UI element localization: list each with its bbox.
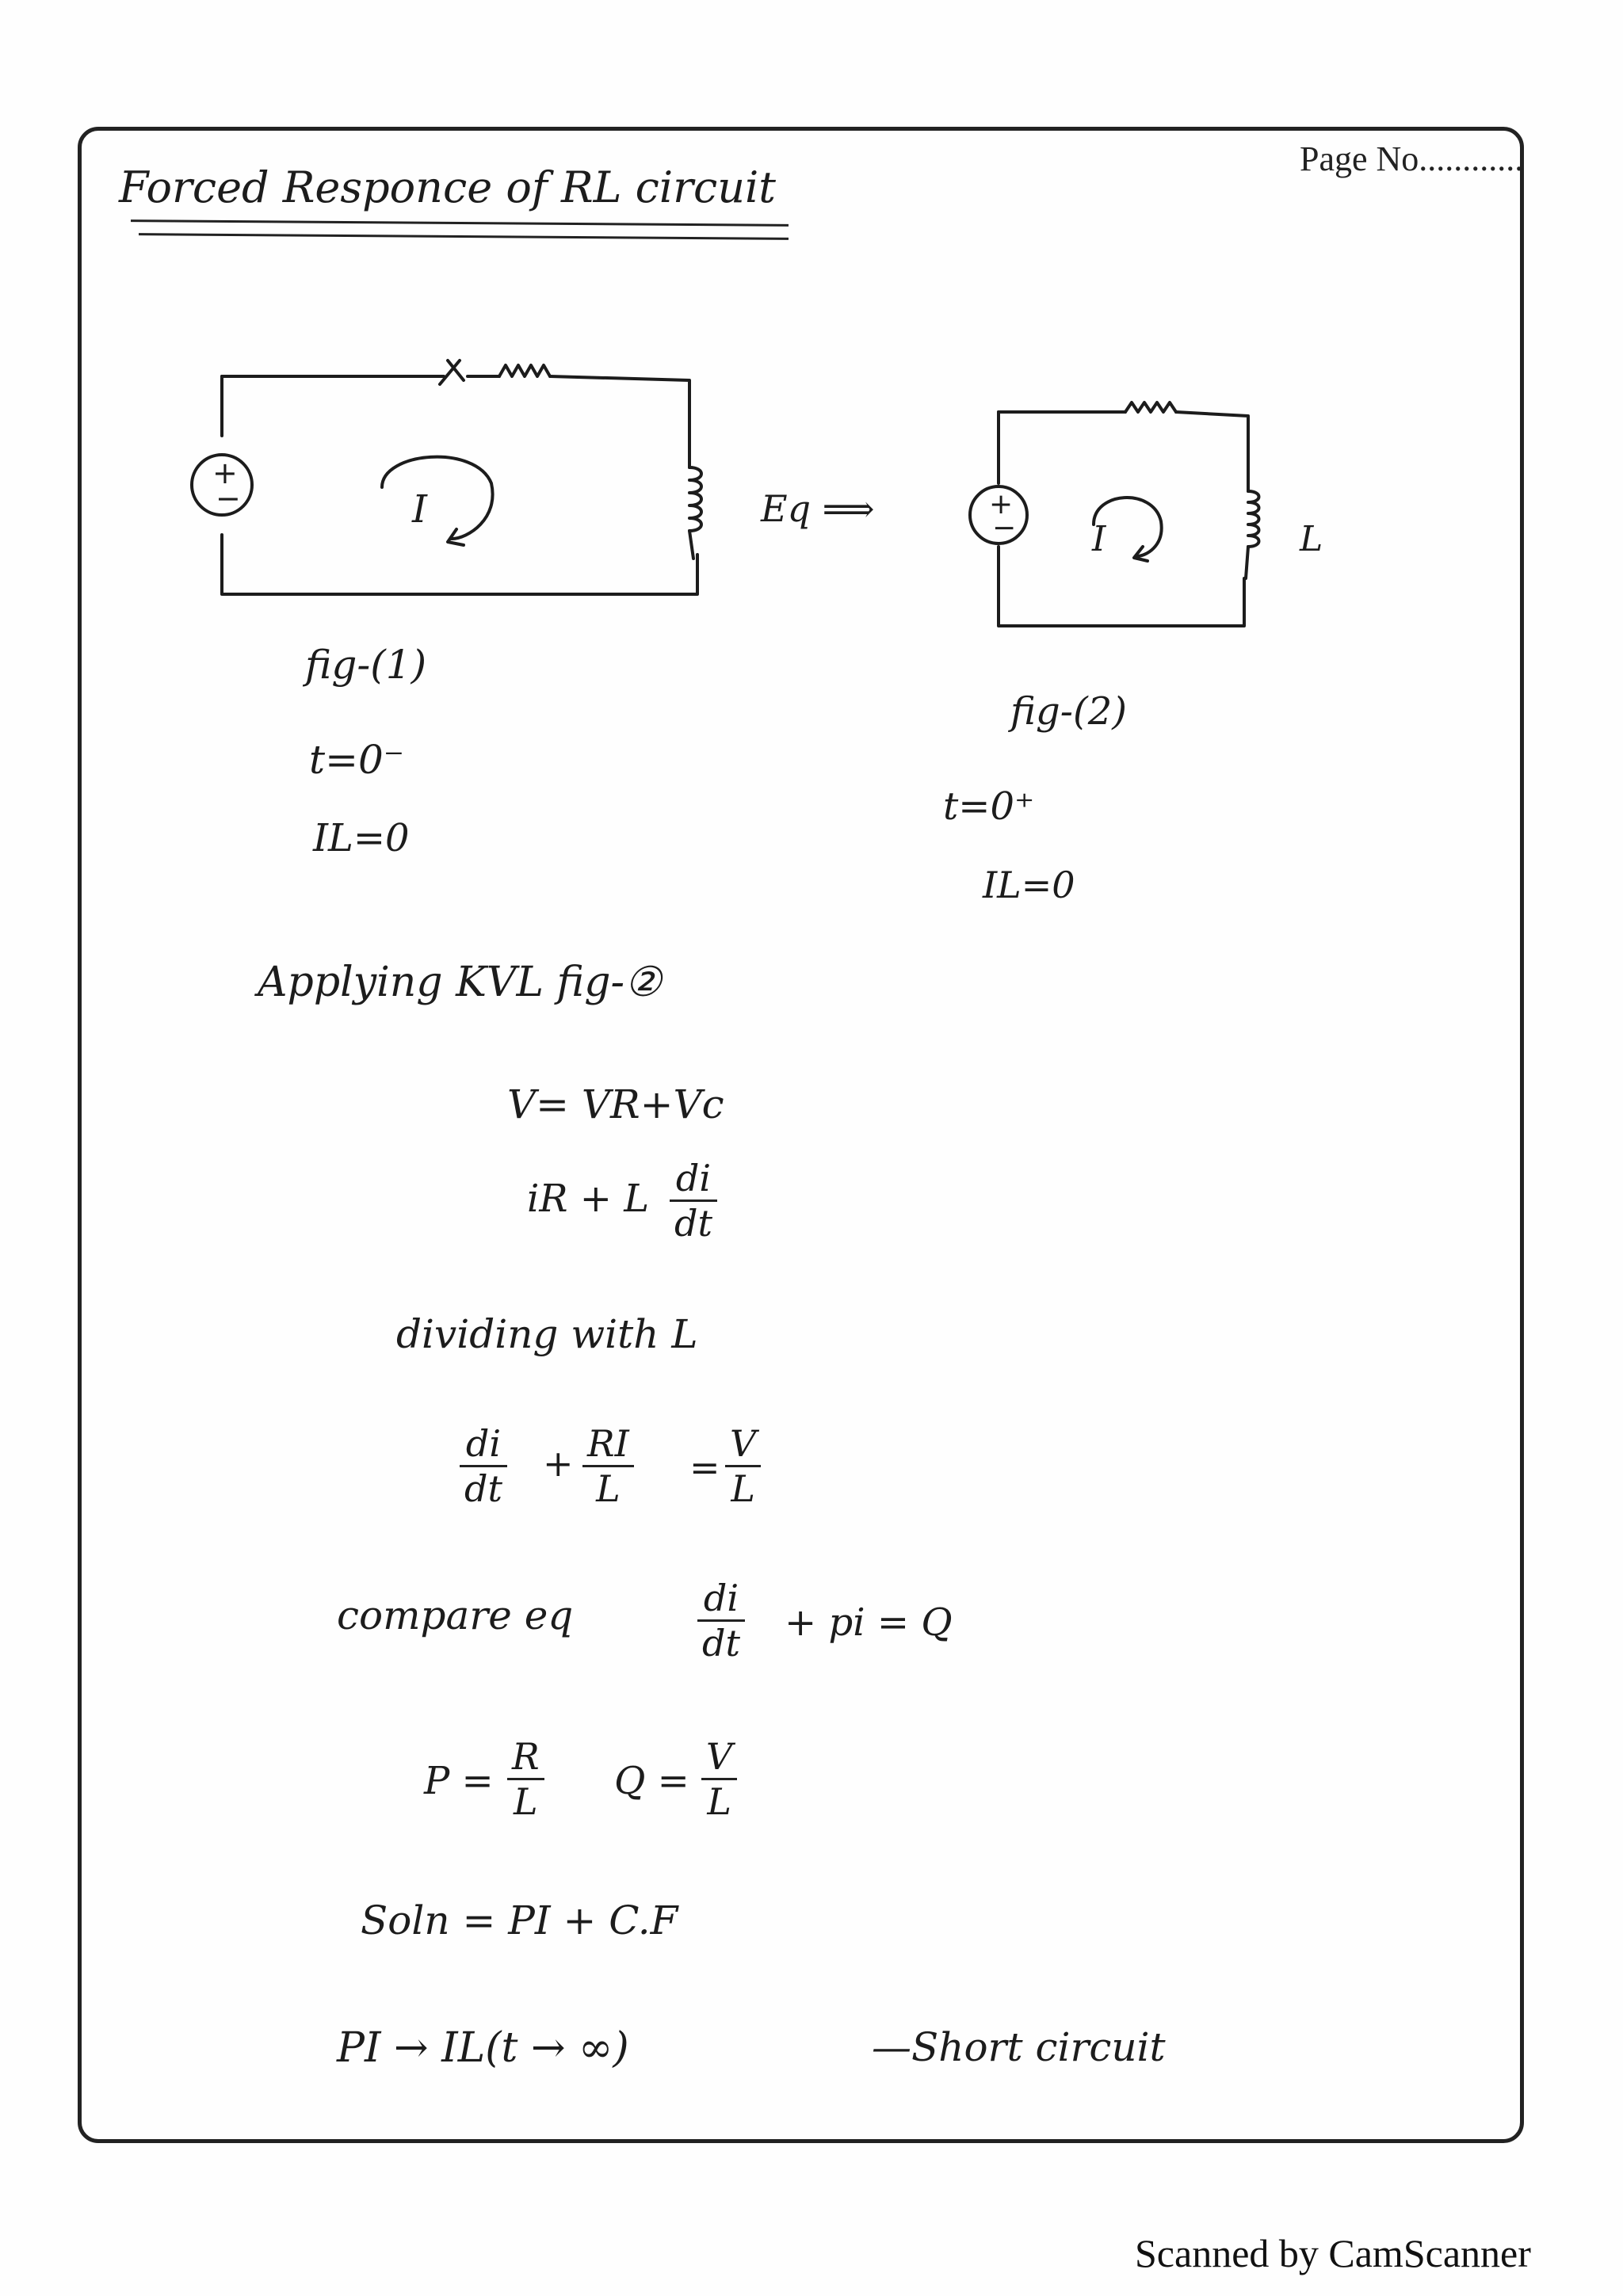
fraction-numerator: di xyxy=(670,1157,717,1202)
svg-text:+: + xyxy=(212,456,238,490)
p-label: P = xyxy=(424,1759,494,1803)
svg-text:−: − xyxy=(216,481,241,516)
figure2-condition-time: t=0⁺ xyxy=(943,784,1035,829)
q-label: Q = xyxy=(614,1759,689,1803)
figure2-current-label: I xyxy=(1092,519,1106,559)
fraction-numerator: R xyxy=(507,1735,544,1780)
figure1-condition-time: t=0⁻ xyxy=(309,737,405,783)
fraction-denominator: L xyxy=(731,1467,755,1510)
figure1-current-label: I xyxy=(412,487,427,532)
circuit-figure-2: + − xyxy=(968,401,1261,627)
fraction-denominator: dt xyxy=(674,1202,712,1245)
page-title: Forced Responce of RL circuit xyxy=(119,162,776,212)
standard-form-rest: + pi = Q xyxy=(785,1600,953,1645)
kvl-equation-left: iR + L xyxy=(527,1177,650,1221)
equals-sign: = xyxy=(689,1446,720,1489)
applying-kvl-line: Applying KVL fig-② xyxy=(258,959,662,1006)
q-value: V L xyxy=(701,1735,738,1823)
page-number-label: Page No............ xyxy=(1300,139,1524,178)
kvl-derivative: di dt xyxy=(670,1157,717,1245)
divided-term-2: RI L xyxy=(582,1422,634,1510)
short-circuit-note: —Short circuit xyxy=(872,2024,1166,2070)
fraction-numerator: V xyxy=(701,1735,738,1780)
scanner-footer: Scanned by CamScanner xyxy=(1135,2231,1531,2275)
dividing-line: dividing with L xyxy=(396,1311,698,1357)
plus-sign: + xyxy=(543,1442,574,1485)
voltage-equation: V= VR+Vc xyxy=(507,1081,724,1127)
fraction-denominator: L xyxy=(707,1780,731,1823)
equivalent-arrow: Eq ⟹ xyxy=(761,487,875,530)
fraction-numerator: di xyxy=(697,1577,745,1622)
fraction-denominator: L xyxy=(596,1467,621,1510)
fraction-denominator: dt xyxy=(464,1467,502,1510)
svg-text:+: + xyxy=(989,488,1013,521)
fraction-numerator: V xyxy=(725,1422,762,1467)
svg-text:−: − xyxy=(992,512,1016,544)
figure1-caption: fig-(1) xyxy=(305,642,427,688)
figure2-condition-current: IL=0 xyxy=(983,864,1075,906)
divided-term-1: di dt xyxy=(460,1422,507,1510)
figure1-condition-current: IL=0 xyxy=(313,816,410,860)
solution-line: Soln = PI + C.F xyxy=(361,1897,678,1943)
divided-term-3: V L xyxy=(725,1422,762,1510)
circuit-figure-1: + − xyxy=(190,359,703,596)
figure2-inductor-label: L xyxy=(1300,519,1323,559)
fraction-denominator: dt xyxy=(702,1622,740,1665)
standard-form-derivative: di dt xyxy=(697,1577,745,1665)
compare-label: compare eq xyxy=(337,1592,574,1638)
figure2-caption: fig-(2) xyxy=(1010,689,1127,734)
particular-integral-line: PI → IL(t → ∞) xyxy=(337,2024,629,2072)
page-border xyxy=(78,127,1524,2143)
p-value: R L xyxy=(507,1735,544,1823)
fraction-numerator: di xyxy=(460,1422,507,1467)
fraction-numerator: RI xyxy=(582,1422,634,1467)
fraction-denominator: L xyxy=(514,1780,538,1823)
